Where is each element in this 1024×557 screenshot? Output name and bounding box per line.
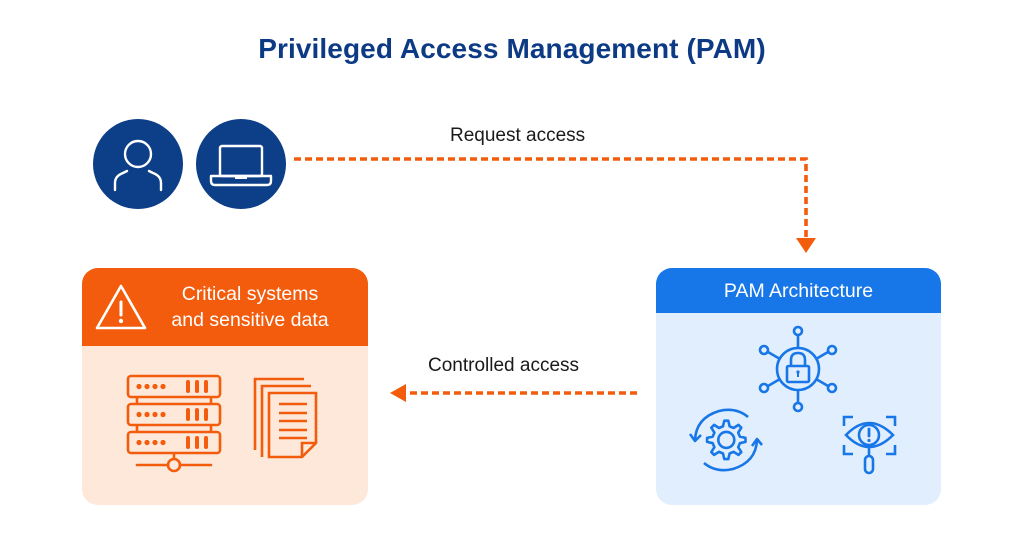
critical-systems-box: Critical systems and sensitive data — [82, 268, 368, 505]
network-lock-icon — [758, 325, 838, 413]
critical-icons — [126, 374, 318, 473]
critical-systems-header: Critical systems and sensitive data — [82, 268, 368, 346]
server-rack-icon — [126, 374, 222, 473]
controlled-access-arrow — [390, 384, 637, 402]
critical-systems-title-line2: and sensitive data — [171, 309, 329, 331]
documents-icon — [253, 377, 318, 459]
user-icon — [113, 139, 163, 192]
device-actor — [196, 119, 286, 209]
pam-architecture-title: PAM Architecture — [723, 280, 874, 302]
controlled-access-label: Controlled access — [428, 355, 580, 376]
page-title: Privileged Access Management (PAM) — [258, 33, 766, 64]
eye-alert-scan-icon — [842, 415, 897, 475]
critical-systems-title-line1: Critical systems — [181, 283, 319, 305]
request-access-arrow — [294, 157, 816, 253]
pam-architecture-header: PAM Architecture — [656, 268, 941, 313]
request-access-label: Request access — [450, 125, 586, 146]
warning-icon — [95, 284, 147, 330]
pam-icons — [688, 325, 897, 475]
laptop-icon — [209, 144, 273, 187]
pam-architecture-box: PAM Architecture — [656, 268, 941, 505]
user-actor — [93, 119, 183, 209]
gear-cycle-icon — [688, 408, 763, 472]
